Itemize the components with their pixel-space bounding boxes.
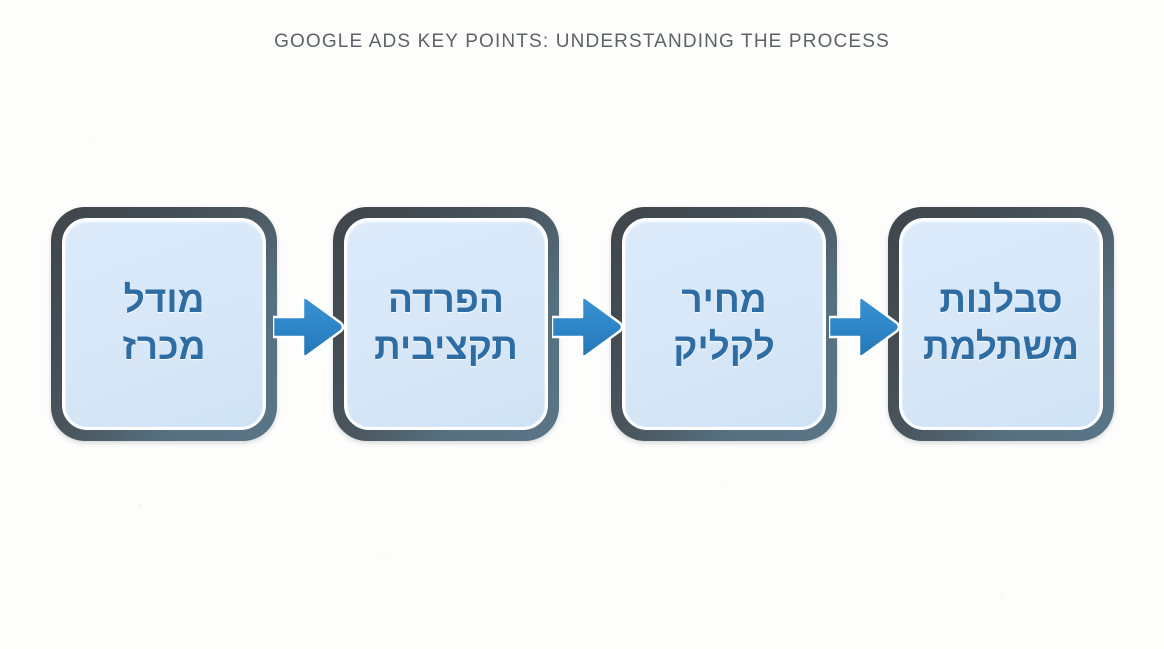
flow-node-panel: סבלנות משתלמת <box>899 218 1103 430</box>
flow-node-label: מודל מכרז <box>122 279 206 367</box>
page-title: GOOGLE ADS KEY POINTS: UNDERSTANDING THE… <box>274 31 890 52</box>
flow-node-panel: מחיר לקליק <box>622 218 826 430</box>
process-flow-diagram: מודל מכרז הפרדה תקציבית מחיר לקליק סבלנו… <box>0 207 1164 441</box>
flow-node-label: מחיר לקליק <box>673 279 775 367</box>
flow-node-label: סבלנות משתלמת <box>923 279 1079 367</box>
flow-node-panel: מודל מכרז <box>62 218 266 430</box>
flow-node-auction-model: מודל מכרז <box>51 207 277 441</box>
arrow-right-icon <box>273 291 345 363</box>
flow-node-label: הפרדה תקציבית <box>374 279 518 367</box>
flow-node-cost-per-click: מחיר לקליק <box>611 207 837 441</box>
flow-node-budget-separation: הפרדה תקציבית <box>333 207 559 441</box>
flow-node-patience-pays: סבלנות משתלמת <box>888 207 1114 441</box>
arrow-right-icon <box>552 291 624 363</box>
arrow-right-icon <box>829 291 901 363</box>
flow-node-panel: הפרדה תקציבית <box>344 218 548 430</box>
